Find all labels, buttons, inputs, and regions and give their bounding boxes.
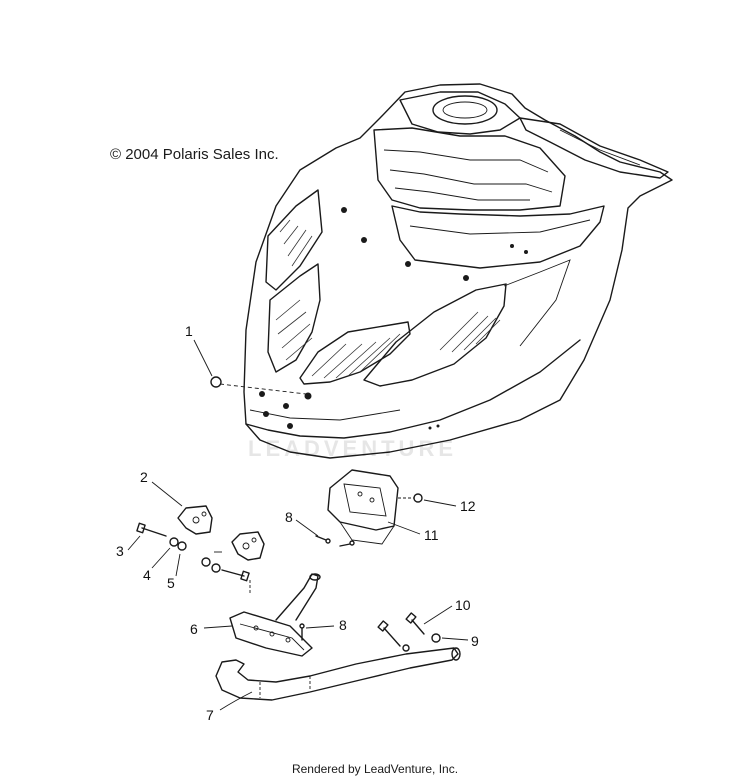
part-7-bumper [215, 573, 461, 701]
leader-lines [127, 339, 469, 711]
callout-2: 2 [140, 469, 148, 485]
part-3-4-5-fasteners [136, 522, 251, 594]
callout-11: 11 [424, 527, 439, 543]
callout-8a: 8 [285, 509, 293, 525]
callout-9: 9 [471, 633, 479, 649]
callout-labels: 1 2 3 4 5 6 7 8 8 9 10 11 12 [116, 323, 479, 723]
callout-1: 1 [185, 323, 193, 339]
callout-3: 3 [116, 543, 124, 559]
hood-assembly [243, 83, 673, 459]
part-1-nut [210, 376, 307, 395]
part-2-brackets [177, 505, 265, 561]
callout-10: 10 [455, 597, 471, 613]
callout-8b: 8 [339, 617, 347, 633]
part-9-10-fasteners [377, 612, 441, 652]
callout-12: 12 [460, 498, 476, 514]
callout-4: 4 [143, 567, 151, 583]
copyright-text: © 2004 Polaris Sales Inc. [110, 146, 279, 163]
part-6-bracket [229, 611, 313, 657]
callout-6: 6 [190, 621, 198, 637]
callout-5: 5 [167, 575, 175, 591]
callout-7: 7 [206, 707, 214, 723]
footer-text: Rendered by LeadVenture, Inc. [291, 762, 459, 776]
part-8-rivets [299, 535, 355, 641]
part-11-12-bracket [327, 469, 423, 545]
